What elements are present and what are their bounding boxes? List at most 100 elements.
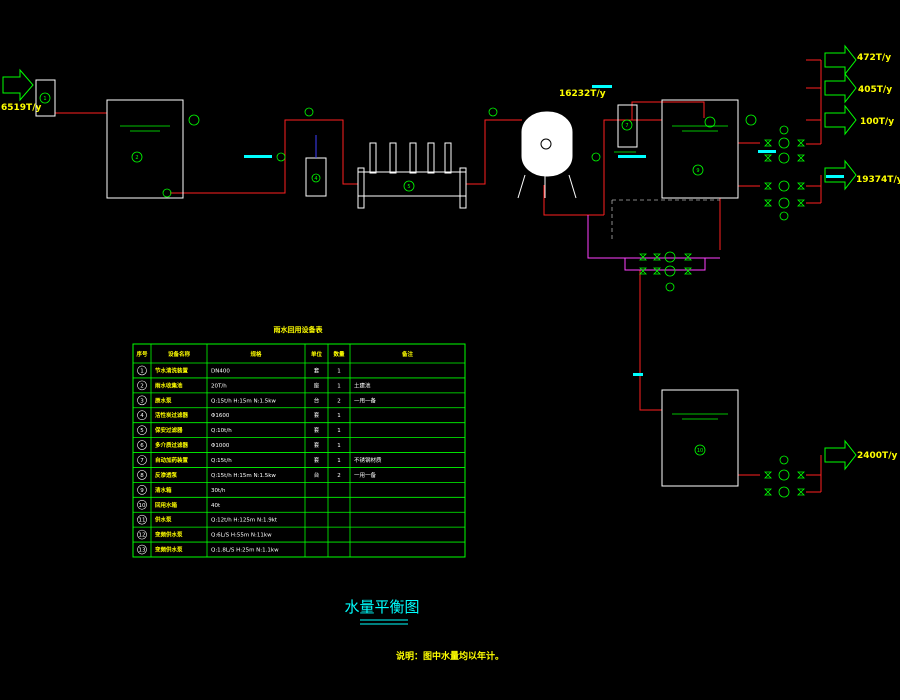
table-cell: 1 (337, 458, 341, 464)
table-cell: 套 (314, 426, 320, 434)
table-cell: 多介质过滤器 (155, 441, 189, 449)
table-cell: 1 (337, 443, 341, 449)
equipment-7-dosing-device: 7 (591, 104, 638, 162)
small-tags (244, 85, 844, 376)
table-index-cell: 7 (140, 458, 144, 464)
svg-text:4: 4 (314, 176, 317, 182)
table-cell: 活性炭过滤器 (155, 411, 189, 419)
svg-text:9: 9 (696, 168, 699, 174)
table-cell: 节水清洗装置 (155, 366, 189, 374)
out5-flow-label: 2400T/y (857, 451, 897, 461)
table-cell: 台 (314, 396, 320, 404)
table-header-cell: 序号 (135, 350, 148, 358)
table-cell: 一用一备 (354, 396, 377, 404)
table-index-cell: 12 (139, 533, 146, 539)
table-index-circle (137, 499, 147, 510)
table-index-cell: 6 (140, 443, 144, 449)
out2-flow-label: 405T/y (858, 85, 892, 95)
table-index-cell: 5 (140, 428, 144, 434)
table-cell: 座 (314, 381, 320, 389)
control-lines (611, 199, 720, 240)
table-index-circle (137, 514, 147, 525)
table-header-cell: 单位 (311, 350, 323, 358)
table-cell: 反渗透泵 (155, 471, 178, 479)
svg-text:7: 7 (625, 123, 628, 129)
table-cell: 20T/h (211, 383, 227, 389)
equipment-6-pressure-vessel (488, 107, 577, 199)
table-cell: 一用一备 (354, 471, 377, 479)
diagram-note: 说明：图中水量均以年计。 (396, 650, 504, 662)
table-cell: 套 (314, 411, 320, 419)
table-header-cell: 规格 (250, 350, 262, 358)
table-index-circle (137, 365, 147, 376)
table-cell: 供水泵 (154, 516, 172, 524)
svg-text:5: 5 (407, 184, 410, 190)
table-cell: Q:15t/h H:15m N:1.5kw (211, 473, 276, 479)
inlet-arrow: 6519T/y (1, 68, 41, 113)
table-cell: 30t/h (211, 488, 226, 494)
table-header-cell: 备注 (401, 350, 414, 358)
table-header-cell: 数量 (333, 350, 345, 358)
out3-flow-label: 100T/y (860, 117, 894, 127)
table-cell: 40t (211, 503, 221, 509)
magenta-piping (587, 215, 720, 271)
svg-text:10: 10 (697, 448, 703, 454)
table-cell: Φ1600 (211, 413, 230, 419)
table-index-cell: 11 (139, 518, 146, 524)
svg-text:雨水回用设备表: 雨水回用设备表 (274, 325, 324, 334)
table-index-cell: 2 (140, 383, 144, 389)
table-cell: 套 (314, 366, 320, 374)
table-cell: 2 (337, 473, 341, 479)
table-cell: DN400 (211, 368, 230, 374)
out1-flow-label: 472T/y (857, 53, 891, 63)
table-index-cell: 13 (139, 548, 146, 554)
table-index-cell: 1 (140, 368, 144, 374)
table-cell: 套 (314, 456, 320, 464)
table-cell: 回用水箱 (155, 501, 178, 509)
table-cell: Q:15t/h H:15m N:1.5kw (211, 398, 276, 404)
equipment-10-reuse-tank: 10 (661, 389, 739, 487)
red-piping (55, 59, 822, 493)
out4-flow-label: 19374T/y (856, 175, 900, 185)
table-index-cell: 10 (139, 503, 146, 509)
table-index-circle (137, 440, 147, 450)
table-index-circle (137, 455, 147, 465)
table-cell: Q:1.8L/S H:25m N:1.1kw (211, 548, 279, 554)
table-index-circle (137, 485, 147, 495)
table-index-circle (137, 425, 147, 435)
tank-top-flow-label: 16232T/y (559, 89, 606, 99)
table-index-circle (137, 380, 147, 391)
equipment-9-clean-water-tank: 9 (661, 99, 757, 199)
table-cell: 套 (314, 441, 320, 449)
table-cell: Φ1000 (211, 443, 230, 449)
table-cell: Q:12t/h H:125m N:1.9kt (211, 518, 278, 524)
table-header-cell: 设备名称 (168, 350, 191, 358)
table-index-cell: 3 (140, 398, 144, 404)
table-cell: Q:6L/S H:55m N:11kw (211, 533, 272, 539)
table-index-circle (137, 544, 147, 555)
table-index-circle (137, 529, 147, 540)
svg-text:1: 1 (43, 96, 46, 102)
table-index-circle (137, 395, 147, 406)
table-cell: 原水泵 (155, 396, 172, 404)
table-cell: 1 (337, 368, 341, 374)
table-cell: 2 (337, 398, 341, 404)
table-index-cell: 8 (140, 473, 144, 479)
table-cell: 台 (314, 471, 320, 479)
equipment-4-carbon-filter: 4 (276, 107, 327, 197)
table-cell: 自动加药装置 (155, 456, 189, 464)
table-cell: Q:15t/h (211, 458, 232, 464)
table-cell: 1 (337, 428, 341, 434)
svg-text:2: 2 (135, 155, 138, 161)
table-cell: 1 (337, 383, 341, 389)
table-index-cell: 4 (140, 413, 144, 419)
table-cell: 雨水收集池 (155, 381, 183, 389)
table-cell: Q:10t/h (211, 428, 232, 434)
table-cell: 变频供水泵 (155, 546, 183, 554)
output-arrows (824, 44, 857, 471)
table-cell: 不锈钢材质 (354, 456, 382, 464)
table-cell: 1 (337, 413, 341, 419)
table-cell: 土建池 (354, 381, 371, 389)
